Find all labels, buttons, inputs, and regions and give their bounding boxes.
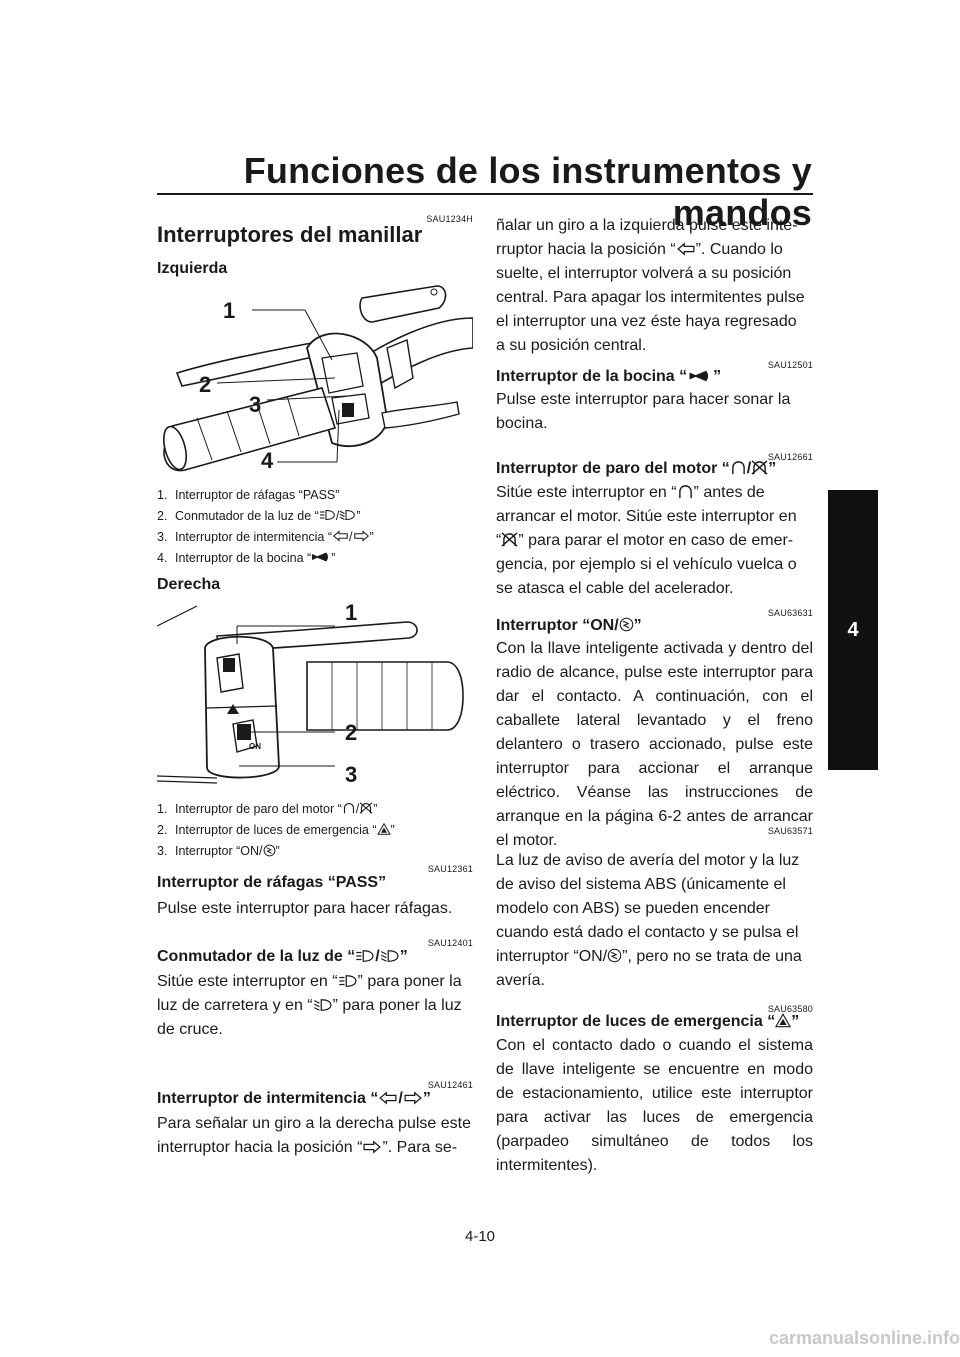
callout-2: 2 <box>345 720 358 745</box>
warn-body: La luz de aviso de avería del motor y la… <box>496 852 802 989</box>
horn-icon <box>311 551 331 563</box>
caption-item: 3.Interruptor “ON/” <box>157 844 280 858</box>
run-icon <box>677 484 694 499</box>
callout-1: 1 <box>223 298 236 323</box>
chapter-tab: 4 <box>828 490 878 770</box>
on-code: SAU63631 <box>767 608 813 618</box>
on-body: Con la llave inteligente activada y dent… <box>496 640 813 849</box>
title-rule <box>157 193 813 195</box>
low-beam-icon <box>380 949 400 963</box>
low-beam-icon <box>339 509 356 521</box>
start-icon <box>263 844 276 857</box>
turn-left-icon <box>332 530 349 542</box>
right-handlebar-illustration: ON 1 2 3 <box>157 596 473 787</box>
turn-body: Para señalar un giro a la derecha pulse … <box>157 1115 471 1156</box>
turn-right-icon <box>403 1091 423 1105</box>
turn-body-continued: ñalar un giro a la izquierda pulse este … <box>496 217 805 354</box>
caption-item: 3.Interruptor de intermitencia “/” <box>157 530 374 544</box>
horn-title: Interruptor de la bocina “” <box>496 368 722 385</box>
low-beam-icon <box>313 998 333 1012</box>
horn-code: SAU12501 <box>767 360 813 370</box>
figure-label-right: Derecha <box>157 576 221 593</box>
callout-3: 3 <box>345 762 358 787</box>
start-icon <box>607 948 622 963</box>
section-title: Interruptores del manillar <box>157 222 423 247</box>
left-handlebar-drawing <box>162 285 473 472</box>
stop-body: Sitúe este interruptor en “” antes de ar… <box>496 484 797 597</box>
high-beam-icon <box>338 974 358 988</box>
turn-right-icon <box>362 1140 382 1154</box>
dimmer-body: Sitúe este interruptor en “” para poner … <box>157 973 462 1038</box>
hazard-icon <box>775 1013 791 1028</box>
left-handlebar-illustration: 1 2 3 4 <box>157 278 473 478</box>
warn-code: SAU63571 <box>767 826 813 836</box>
turn-left-icon <box>676 242 696 256</box>
hazard-body: Con el contacto dado o cuando el sistema… <box>496 1037 813 1174</box>
callout-3: 3 <box>249 392 262 417</box>
dimmer-code: SAU12401 <box>427 938 473 948</box>
turn-left-icon <box>378 1091 398 1105</box>
stop-title: Interruptor de paro del motor “/” <box>496 460 777 477</box>
caption-item: 4.Interruptor de la bocina “” <box>157 551 336 565</box>
run-icon <box>342 802 356 814</box>
watermark: carmanualsonline.info <box>768 1328 960 1348</box>
figure-captions-right: 1.Interruptor de paro del motor “/” 2.In… <box>157 799 473 862</box>
hazard-title: Interruptor de luces de emergencia “” <box>496 1013 800 1030</box>
on-title: Interruptor “ON/” <box>496 617 642 634</box>
high-beam-icon <box>319 509 336 521</box>
pass-code: SAU12361 <box>427 864 473 874</box>
callout-2: 2 <box>199 372 212 397</box>
stop-code: SAU12661 <box>767 452 813 462</box>
caption-item: 2.Interruptor de luces de emergencia “” <box>157 823 395 837</box>
turn-title: Interruptor de intermitencia “/” <box>157 1090 431 1107</box>
high-beam-icon <box>355 949 375 963</box>
page-title: Funciones de los instrumentos y mandos <box>243 150 812 233</box>
off-icon <box>501 532 518 547</box>
callout-1: 1 <box>345 600 358 625</box>
dimmer-title: Conmutador de la luz de “/” <box>157 948 408 965</box>
pass-title: Interruptor de ráfagas “PASS” <box>157 874 387 891</box>
horn-icon <box>687 369 713 383</box>
turn-code: SAU12461 <box>427 1080 473 1090</box>
pass-body: Pulse este interruptor para hacer ráfaga… <box>157 900 453 917</box>
off-icon <box>751 460 768 475</box>
horn-body: Pulse este interruptor para hacer sonar … <box>496 391 791 432</box>
start-icon <box>619 617 634 632</box>
page-number: 4-10 <box>464 1228 496 1245</box>
turn-right-icon <box>353 530 370 542</box>
section-code: SAU1234H <box>426 214 473 224</box>
right-handlebar-drawing <box>157 605 464 784</box>
hazard-icon <box>377 823 391 835</box>
caption-item: 1.Interruptor de ráfagas “PASS” <box>157 488 340 502</box>
on-switch-marking: ON <box>249 742 261 751</box>
off-icon <box>359 802 373 814</box>
run-icon <box>730 460 747 475</box>
caption-item: 2.Conmutador de la luz de “/” <box>157 509 361 523</box>
figure-captions-left: 1.Interruptor de ráfagas “PASS” 2.Conmut… <box>157 485 473 569</box>
figure-label-left: Izquierda <box>157 260 228 277</box>
hazard-code: SAU63580 <box>767 1004 813 1014</box>
callout-4: 4 <box>261 448 274 473</box>
caption-item: 1.Interruptor de paro del motor “/” <box>157 802 378 816</box>
